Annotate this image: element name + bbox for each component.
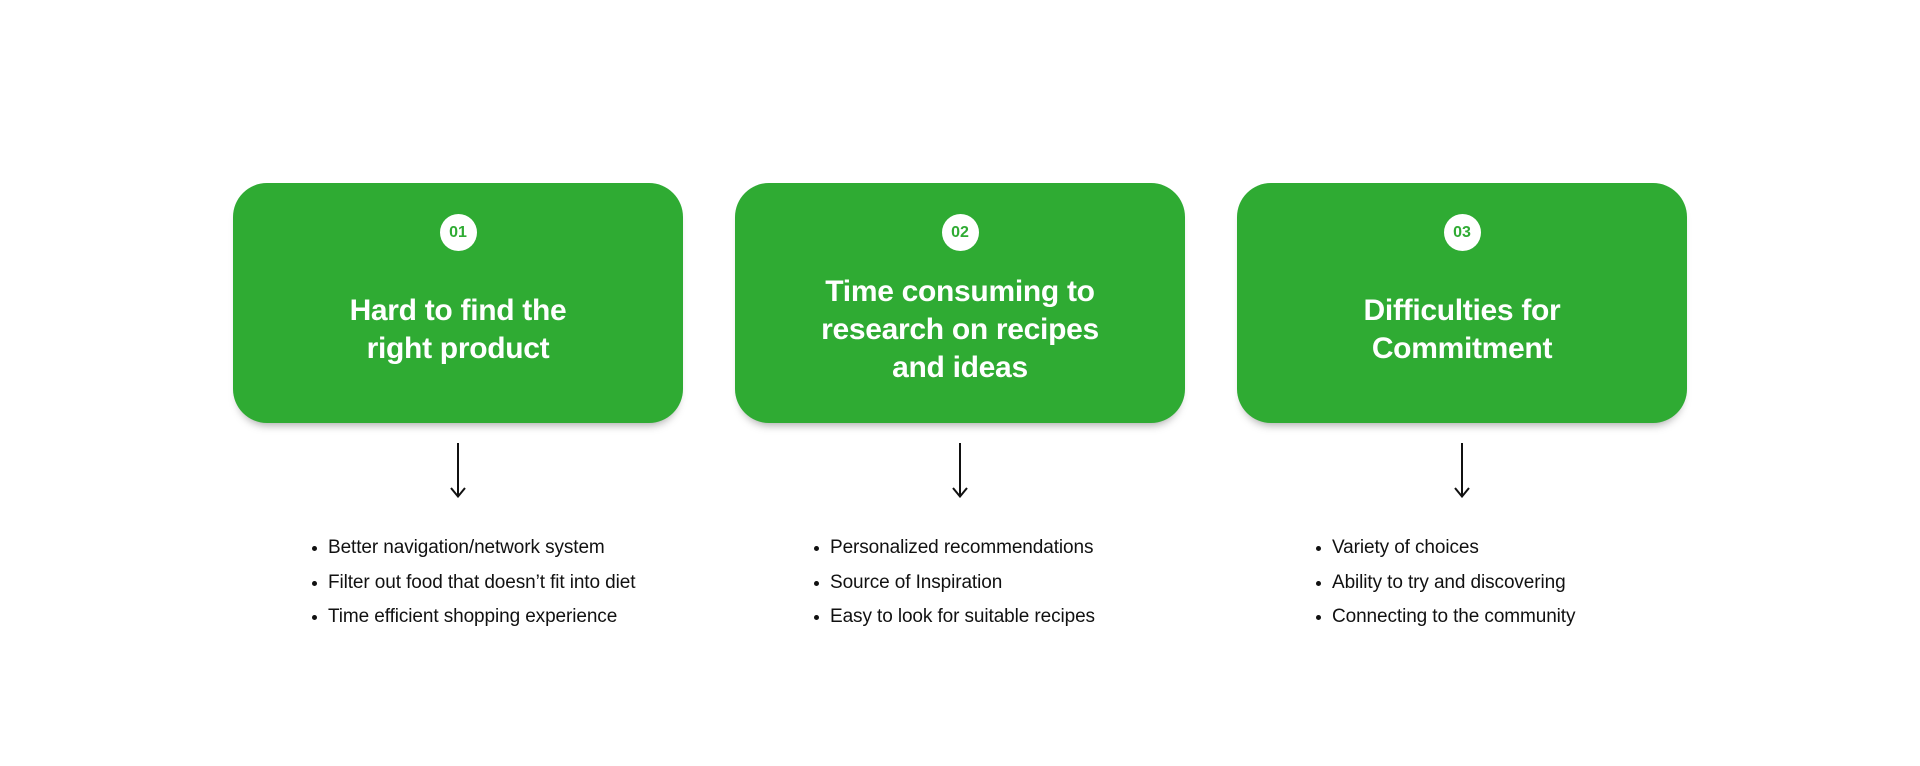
down-arrow-icon [233,443,683,498]
problem-column-1: 01 Hard to find the right product Better… [233,183,683,635]
benefit-item: Time efficient shopping experience [311,600,683,635]
problem-column-3: 03 Difficulties for Commitment Variety o… [1237,183,1687,635]
down-arrow-icon [1237,443,1687,498]
step-number-badge: 03 [1443,214,1481,251]
benefit-item: Variety of choices [1315,531,1687,566]
problem-card-2: 02 Time consuming to research on recipes… [735,183,1185,423]
problem-card-1: 01 Hard to find the right product [233,183,683,423]
benefit-item: Better navigation/network system [311,531,683,566]
benefit-list: Personalized recommendations Source of I… [735,531,1185,635]
card-title: Hard to find the right product [349,294,567,365]
benefit-list: Better navigation/network system Filter … [233,531,683,635]
benefit-item: Easy to look for suitable recipes [813,600,1185,635]
problems-board: 01 Hard to find the right product Better… [233,183,1687,635]
problem-column-2: 02 Time consuming to research on recipes… [735,183,1185,635]
benefit-list: Variety of choices Ability to try and di… [1237,531,1687,635]
benefit-item: Personalized recommendations [813,531,1185,566]
benefit-item: Filter out food that doesn’t fit into di… [311,566,683,601]
benefit-item: Ability to try and discovering [1315,566,1687,601]
problem-card-3: 03 Difficulties for Commitment [1237,183,1687,423]
step-number-badge: 01 [439,214,477,251]
step-number-badge: 02 [941,214,979,251]
card-title: Difficulties for Commitment [1363,294,1561,365]
benefit-item: Connecting to the community [1315,600,1687,635]
benefit-item: Source of Inspiration [813,566,1185,601]
card-title: Time consuming to research on recipes an… [821,275,1099,384]
down-arrow-icon [735,443,1185,498]
